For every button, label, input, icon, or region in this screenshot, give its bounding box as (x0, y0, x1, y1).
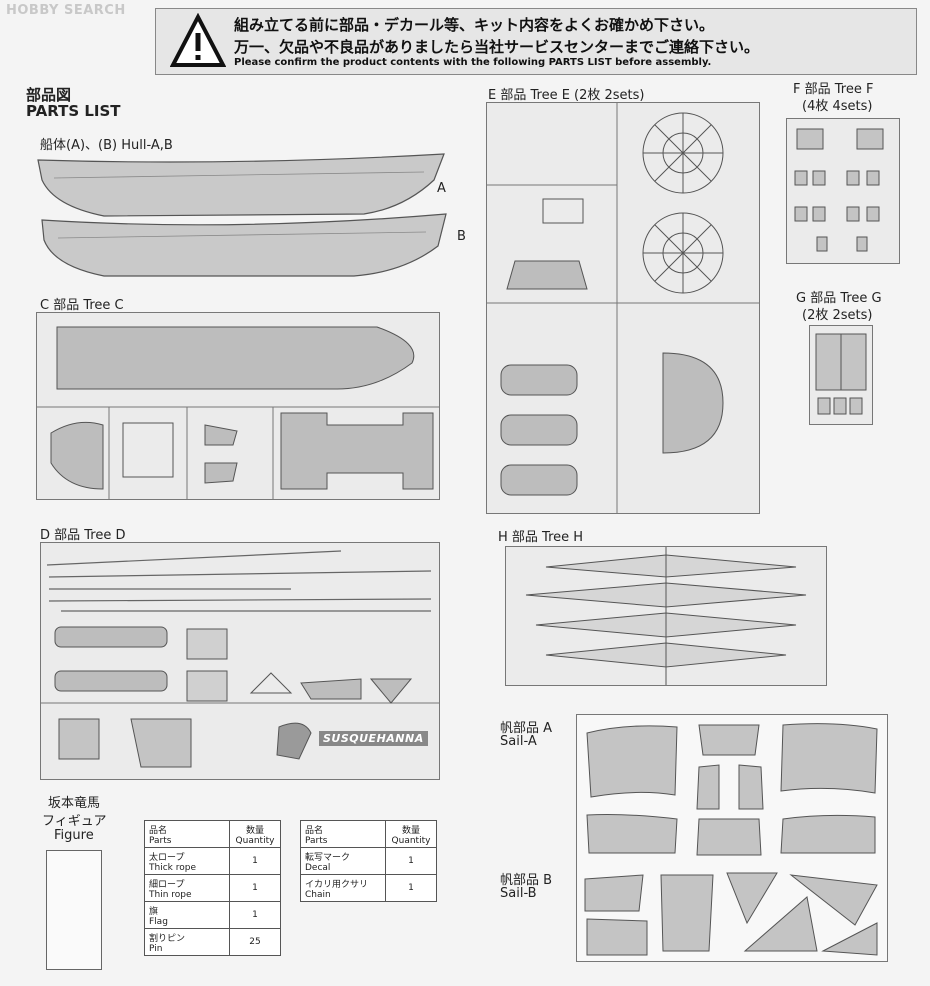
tree-f-label-line2: (4枚 4sets) (802, 99, 873, 114)
nameplate-label: SUSQUEHANNA (319, 731, 428, 746)
notice-line-2: 万一、欠品や不良品がありましたら当社サービスセンターまでご連絡下さい。 (234, 38, 760, 56)
tree-f-parts (794, 128, 884, 252)
assembly-notice: 組み立てる前に部品・デカール等、キット内容をよくお確かめ下さい。 万一、欠品や不… (155, 8, 917, 75)
part-name-jp: 転写マーク (305, 852, 351, 863)
page-title-jp: 部品図 (26, 86, 72, 104)
watermark: HOBBY SEARCH (6, 3, 126, 18)
page-title-en: PARTS LIST (26, 102, 121, 120)
part-name-jp: 割りピン (149, 933, 186, 944)
part-qty: 1 (229, 874, 281, 902)
tree-h-label: H 部品 Tree H (498, 530, 584, 545)
part-qty: 25 (229, 928, 281, 956)
notice-line-3: Please confirm the product contents with… (234, 57, 712, 68)
tree-d-parts (41, 550, 439, 768)
tree-h-parts (525, 547, 807, 685)
part-name-jp: 旗 (149, 906, 159, 917)
part-name-jp: イカリ用クサリ (305, 879, 369, 890)
part-name-jp: 細ロープ (149, 879, 185, 890)
sail-a-label-jp: 帆部品 A (500, 721, 553, 736)
part-qty: 1 (385, 847, 437, 875)
notice-line-1: 組み立てる前に部品・デカール等、キット内容をよくお確かめ下さい。 (234, 16, 715, 34)
tree-g-parts (815, 333, 867, 415)
tree-h-frame (505, 546, 827, 686)
warning-triangle-icon (170, 13, 226, 67)
figure-label-line2: フィギュア (42, 814, 107, 829)
hull-a-label: A (437, 181, 446, 196)
tree-g-label-line1: G 部品 Tree G (796, 291, 882, 306)
header-parts-en: Parts (149, 835, 172, 846)
hull-drawing (37, 153, 447, 277)
figure-label-line3: Figure (54, 828, 94, 843)
figure-box (46, 850, 102, 970)
part-name-en: Flag (149, 916, 168, 927)
part-name-en: Pin (149, 943, 163, 954)
tree-e-label: E 部品 Tree E (2枚 2sets) (488, 88, 645, 103)
hull-label: 船体(A)、(B) Hull-A,B (40, 138, 173, 153)
tree-c-frame (36, 312, 440, 500)
part-name-en: Decal (305, 862, 331, 873)
header-parts-en: Parts (305, 835, 328, 846)
part-qty: 1 (385, 874, 437, 902)
tree-c-label: C 部品 Tree C (40, 298, 124, 313)
part-name-en: Thick rope (149, 862, 196, 873)
tree-e-frame (486, 102, 760, 514)
sail-b-label-jp: 帆部品 B (500, 873, 553, 888)
tree-f-label-line1: F 部品 Tree F (793, 82, 874, 97)
part-name-en: Thin rope (149, 889, 192, 900)
tree-e-parts (487, 103, 759, 513)
tree-d-label: D 部品 Tree D (40, 528, 126, 543)
part-name-jp: 太ロープ (149, 852, 185, 863)
tree-f-frame (786, 118, 900, 264)
tree-g-frame (809, 325, 873, 425)
figure-label-line1: 坂本竜馬 (48, 796, 101, 811)
tree-g-label-line2: (2枚 2sets) (802, 308, 873, 323)
hull-b-label: B (457, 229, 466, 244)
part-qty: 1 (229, 847, 281, 875)
header-qty-jp: 数量 (401, 825, 420, 836)
header-parts-jp: 品名 (149, 825, 168, 836)
part-qty: 1 (229, 901, 281, 929)
header-parts-jp: 品名 (305, 825, 324, 836)
sail-parts (584, 723, 878, 956)
header-qty-en: Quantity (391, 835, 431, 846)
sail-sheet-frame (576, 714, 888, 962)
header-qty-jp: 数量 (245, 825, 264, 836)
sail-b-label-en: Sail-B (500, 886, 537, 901)
part-name-en: Chain (305, 889, 331, 900)
header-qty-en: Quantity (235, 835, 275, 846)
sail-a-label-en: Sail-A (500, 734, 537, 749)
tree-c-parts (37, 326, 439, 499)
tree-d-frame: SUSQUEHANNA (40, 542, 440, 780)
